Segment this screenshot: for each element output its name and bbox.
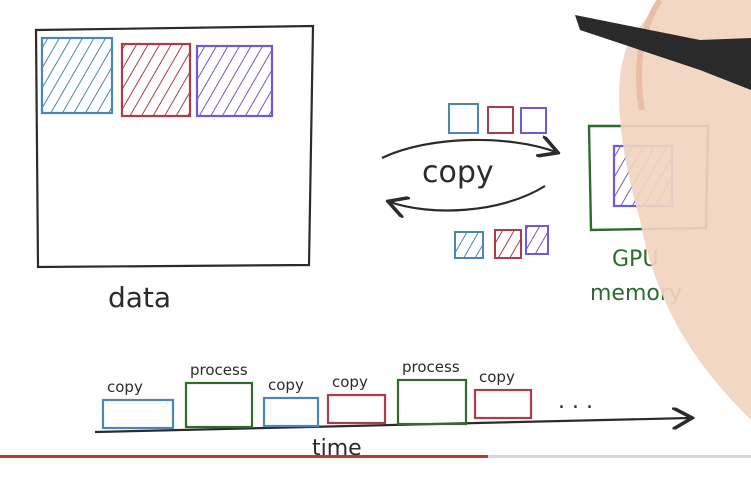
copy-arrow-left (390, 185, 546, 210)
timeline-step-box (101, 398, 175, 430)
data-chunk-purple (195, 44, 274, 118)
data-label: data (108, 281, 171, 314)
small-chunk-purple-bottom (525, 225, 549, 255)
data-chunk-blue (40, 36, 114, 115)
timeline-step-box (326, 393, 387, 425)
copy-transfer: copy (381, 103, 556, 259)
host-data-block (34, 24, 315, 269)
timeline-step-label: copy (268, 376, 304, 394)
small-chunk-blue-bottom (454, 231, 484, 259)
timeline-step-label: copy (479, 368, 515, 386)
data-chunk-red (120, 42, 192, 118)
timeline-step-box (184, 381, 254, 429)
timeline-step-label: copy (107, 378, 143, 396)
timeline-ellipsis: . . . (558, 389, 593, 414)
hand-icon (619, 0, 751, 420)
timeline-step-box (473, 388, 533, 420)
small-chunk-red-top (487, 106, 514, 134)
timeline-step-label: process (190, 361, 248, 379)
time-axis (94, 418, 690, 434)
video-progress-fill (0, 455, 488, 458)
copy-label: copy (422, 155, 494, 190)
timeline-step-label: copy (332, 373, 368, 391)
small-chunk-blue-top (448, 103, 479, 134)
pen-icon (575, 15, 751, 90)
timeline-step-box (396, 378, 468, 426)
timeline-steps: copy process copy copy process copy (101, 358, 533, 430)
timeline-step-box (262, 396, 320, 428)
small-chunk-purple-top (520, 107, 547, 134)
video-progress-area (0, 455, 751, 477)
host-data-frame (34, 24, 315, 269)
small-chunk-red-bottom (494, 229, 522, 259)
copy-arrow-right (381, 140, 556, 159)
timeline-step-label: process (402, 358, 460, 376)
